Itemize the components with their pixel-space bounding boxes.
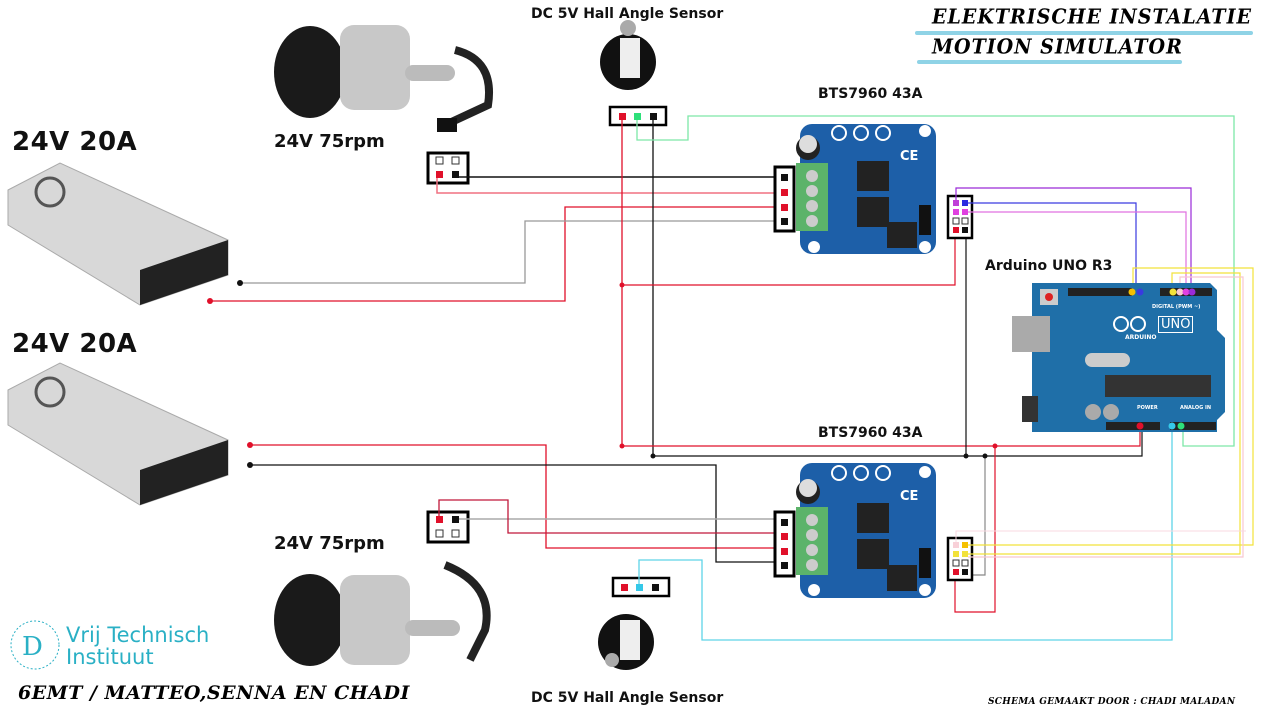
hall-sensor-top-image xyxy=(600,20,656,90)
svg-text:D: D xyxy=(22,632,43,662)
motor-top-label: 24V 75rpm xyxy=(274,131,385,152)
driver-bottom-power-connector xyxy=(773,510,796,578)
wire-psu-top-pos xyxy=(210,206,780,302)
svg-text:CE: CE xyxy=(900,489,918,504)
footer-class-names: 6EMT / MATTEO,SENNA EN CHADI xyxy=(18,682,410,704)
vti-logo-line-1: Vrij Technisch xyxy=(66,623,210,647)
sensor-top-label: DC 5V Hall Angle Sensor xyxy=(531,6,724,22)
arduino-label: Arduino UNO R3 xyxy=(985,258,1113,274)
footer-credit: SCHEMA GEMAAKT DOOR : CHADI MALADAN xyxy=(988,697,1236,707)
wire-psu-bottom-pos xyxy=(250,444,780,549)
bts7960-driver-bottom: CE xyxy=(796,463,936,598)
title-underline-1 xyxy=(915,31,1253,35)
arduino-digital-header: DIGITAL (PWM ~) xyxy=(1152,304,1201,310)
arduino-uno-board xyxy=(1012,283,1225,432)
driver-top-label: BTS7960 43A xyxy=(818,86,923,102)
vti-logo-icon: D xyxy=(10,620,60,670)
arduino-analog-header: ANALOG IN xyxy=(1180,405,1212,411)
svg-text:CE: CE xyxy=(900,149,918,164)
psu-bottom-label: 24V 20A xyxy=(12,329,138,359)
arduino-model-text: UNO xyxy=(1158,316,1194,333)
title-line-2: MOTION SIMULATOR xyxy=(932,34,1183,60)
arduino-power-header: POWER xyxy=(1137,405,1158,411)
motor-bottom-image xyxy=(274,561,491,666)
sensor-top-connector xyxy=(608,105,668,127)
wire-sensor-bottom-signal xyxy=(638,425,1173,641)
title-line-1: ELEKTRISCHE INSTALATIE xyxy=(932,4,1252,30)
title-underline-2 xyxy=(917,60,1182,64)
wire-gnd-bus xyxy=(653,425,1143,457)
motor-top-image xyxy=(274,25,493,132)
psu-top-label: 24V 20A xyxy=(12,127,138,157)
driver-top-power-connector xyxy=(773,165,796,233)
motor-top-connector xyxy=(426,151,470,185)
sensor-bottom-label: DC 5V Hall Angle Sensor xyxy=(531,690,724,706)
psu-top-image xyxy=(7,162,229,306)
motor-bottom-label: 24V 75rpm xyxy=(274,533,385,554)
sensor-bottom-connector xyxy=(611,576,671,598)
vti-logo-line-2: Instituut xyxy=(66,645,154,669)
motor-bottom-connector xyxy=(426,510,470,544)
driver-bottom-label: BTS7960 43A xyxy=(818,425,923,441)
wire-motor-top-pos xyxy=(436,178,780,194)
psu-bottom-image xyxy=(7,362,229,506)
wire-sensor-top-signal xyxy=(636,115,1235,447)
hall-sensor-bottom-image xyxy=(598,614,654,670)
wire-psu-bottom-neg xyxy=(250,464,780,563)
bts7960-driver-top: CE xyxy=(796,124,936,254)
arduino-brand-text: ARDUINO xyxy=(1125,334,1157,341)
